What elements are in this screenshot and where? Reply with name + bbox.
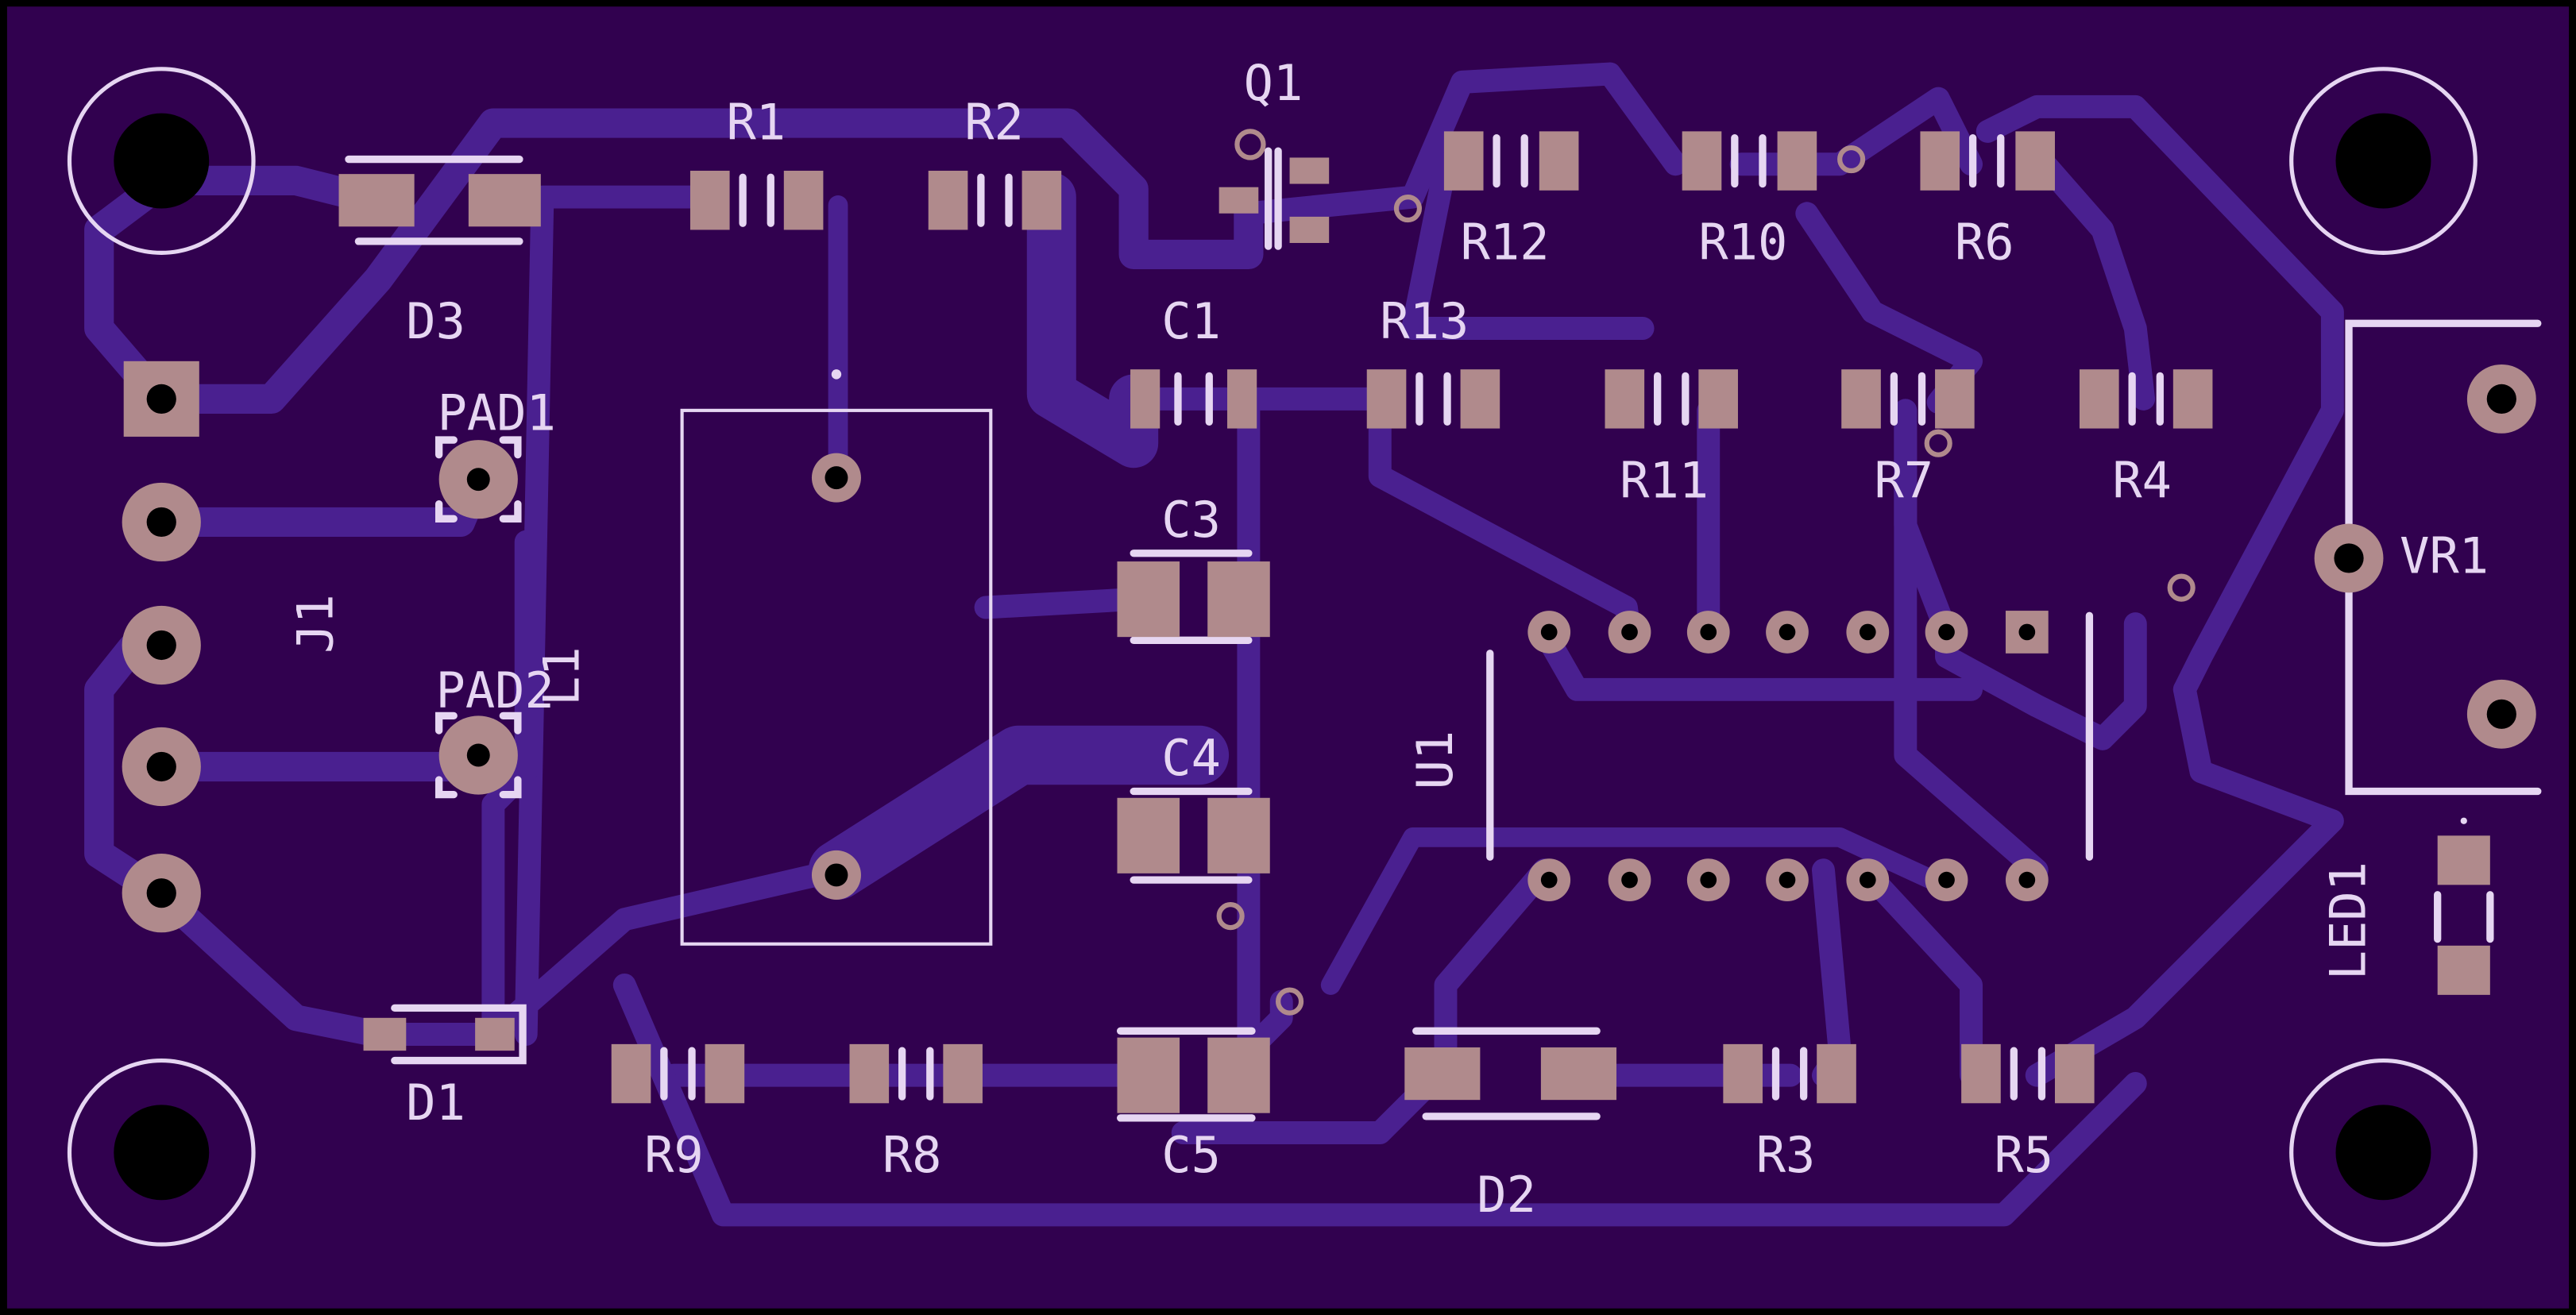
ic-u1 <box>1486 611 2094 902</box>
connector-j1 <box>122 361 201 933</box>
capacitor-footprints <box>1116 550 1270 1122</box>
label-r9: R9 <box>644 1126 704 1184</box>
label-u1: U1 <box>1406 731 1464 790</box>
label-r6: R6 <box>1955 214 2014 272</box>
vias <box>1216 145 2196 1016</box>
label-r1: R1 <box>726 94 786 152</box>
label-q1: Q1 <box>1244 54 1303 112</box>
transistor-q1 <box>1218 129 1330 250</box>
label-c3: C3 <box>1161 491 1221 549</box>
label-d3: D3 <box>406 292 465 350</box>
inductor-l1 <box>680 369 993 946</box>
diode-d3 <box>338 155 541 245</box>
resistor-footprints <box>611 131 2213 1104</box>
potentiometer-vr1 <box>2314 319 2542 796</box>
label-r2: R2 <box>964 94 1024 152</box>
diode-d2 <box>1404 1027 1616 1120</box>
label-r7: R7 <box>1875 451 1934 509</box>
label-c1: C1 <box>1161 292 1221 350</box>
test-pads <box>434 436 522 799</box>
label-led1: LED1 <box>2319 862 2377 980</box>
label-c5: C5 <box>1161 1126 1221 1184</box>
label-r3: R3 <box>1756 1126 1816 1184</box>
label-r12: R12 <box>1461 214 1550 272</box>
led-led1 <box>2434 817 2494 995</box>
label-pad1: PAD1 <box>438 384 556 442</box>
label-vr1: VR1 <box>2400 527 2489 585</box>
label-pad2: PAD2 <box>436 661 554 719</box>
label-r13: R13 <box>1380 292 1469 350</box>
label-c4: C4 <box>1161 729 1221 787</box>
label-r8: R8 <box>882 1126 942 1184</box>
copper-traces <box>84 62 2344 1227</box>
label-d1: D1 <box>406 1074 465 1132</box>
label-r4: R4 <box>2112 451 2172 509</box>
silkscreen-labels: R1 R2 Q1 R12 R10 R6 D3 C1 R13 PAD1 R11 R… <box>286 54 2489 1224</box>
mounting-holes <box>67 67 2478 1247</box>
label-l1: L1 <box>532 646 590 706</box>
label-j1: J1 <box>286 594 344 654</box>
label-d2: D2 <box>1477 1166 1536 1224</box>
label-r5: R5 <box>1994 1126 2053 1184</box>
label-r11: R11 <box>1620 451 1709 509</box>
diode-d1 <box>363 1004 527 1065</box>
label-r10: R10 <box>1698 214 1787 272</box>
